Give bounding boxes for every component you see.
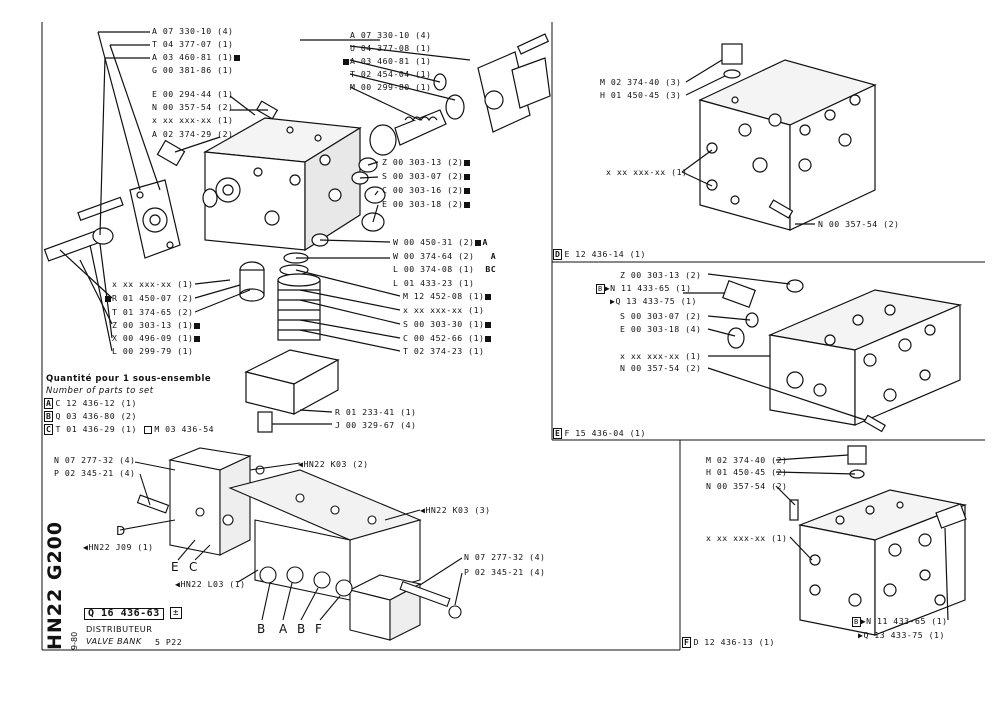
part-label: Z 00 303-13 (2)	[382, 157, 471, 167]
part-label: B▶N 11 433-65 (1)	[852, 616, 948, 627]
letter-a: A	[279, 622, 288, 636]
part-label: L 00 374-08 (1) BC	[393, 264, 497, 274]
part-label: S 00 303-07 (2)	[620, 311, 702, 321]
name-fr: DISTRIBUTEUR	[86, 624, 153, 634]
part-label: M 12 452-08 (1)	[403, 291, 492, 301]
qty-subtitle: Number of parts to set	[46, 386, 154, 396]
part-label: A 03 460-81 (1)	[342, 56, 431, 66]
part-label: ▶Q 13 433-75 (1)	[610, 296, 697, 306]
marker-square	[234, 54, 241, 61]
part-label: ▶Q 13 433-75 (1)	[858, 630, 945, 640]
part-label: S 00 303-07 (2)	[382, 171, 471, 181]
part-label: A 03 460-81 (1)	[152, 52, 241, 62]
part-label: ◀HN22 L03 (1)	[175, 579, 246, 589]
marker-square	[464, 201, 471, 208]
marker-square	[464, 187, 471, 194]
part-label: B▶N 11 433-65 (1)	[596, 283, 692, 294]
part-label: P 02 345-21 (4)	[54, 468, 136, 478]
part-label: R 01 233-41 (1)	[335, 407, 417, 417]
sheet-symbol-icon: ±	[170, 607, 182, 619]
marker-square	[464, 159, 471, 166]
vertical-code: HN22 G200	[44, 520, 66, 650]
part-label: E 00 303-18 (4)	[620, 324, 702, 334]
part-label: E 00 294-44 (1)	[152, 89, 234, 99]
part-label: N 00 357-54 (2)	[152, 102, 234, 112]
part-label: W 00 374-64 (2) A	[393, 251, 497, 261]
part-label: M 00 299-80 (1)	[350, 82, 432, 92]
marker-square	[485, 293, 492, 300]
part-label: x xx xxx-xx (1)	[706, 533, 788, 543]
part-label: L 01 433-23 (1)	[393, 278, 475, 288]
part-label: C 00 452-66 (1)	[403, 333, 492, 343]
drawing-date: 9-80	[70, 631, 79, 650]
part-label: W 00 450-31 (2)A	[393, 237, 488, 247]
part-label: N 00 357-54 (2)	[620, 363, 702, 373]
marker-square	[194, 322, 201, 329]
model: 5 P22	[155, 637, 183, 647]
part-label: E 00 303-18 (2)	[382, 199, 471, 209]
marker-square	[194, 335, 201, 342]
part-label: x xx xxx-xx (1)	[112, 279, 194, 289]
part-label: G 00 381-86 (1)	[152, 65, 234, 75]
part-label: U 04 377-08 (1)	[350, 43, 432, 53]
part-label: A 02 374-29 (2)	[152, 129, 234, 139]
part-label: H 01 450-45 (2)	[706, 467, 788, 477]
part-label: T 04 377-07 (1)	[152, 39, 234, 49]
part-label: T 02 374-23 (1)	[403, 346, 485, 356]
name-en: VALVE BANK	[86, 636, 142, 646]
part-label: R 01 450-07 (2)	[104, 293, 193, 303]
part-label: N 00 357-54 (2)	[818, 219, 900, 229]
part-label: T 01 374-65 (2)	[112, 307, 194, 317]
marker-square	[464, 173, 471, 180]
part-label: ◀HN22 J09 (1)	[83, 542, 154, 552]
marker-square	[485, 321, 492, 328]
letter-b: B	[297, 622, 306, 636]
part-label: M 02 374-40 (2)	[706, 455, 788, 465]
marker-square	[475, 239, 482, 246]
part-label: ◀HN22 K03 (2)	[298, 459, 369, 469]
marker-square-open	[144, 425, 153, 434]
drawing-ref: Q 16 436-63	[84, 608, 164, 620]
part-label: N 07 277-32 (4)	[54, 455, 136, 465]
part-label: N 07 277-32 (4)	[464, 552, 546, 562]
qty-title: Quantité pour 1 sous-ensemble	[46, 374, 212, 384]
marker-square	[485, 335, 492, 342]
part-label: M 02 374-40 (3)	[600, 77, 682, 87]
letter-e: E	[171, 560, 180, 574]
part-label: C 00 303-16 (2)	[382, 185, 471, 195]
part-label: T 02 454-04 (1)	[350, 69, 432, 79]
marker-square	[343, 58, 349, 65]
part-label: ◀HN22 K03 (3)	[420, 505, 491, 515]
part-label: Z 00 303-13 (1)	[112, 320, 201, 330]
exploded-valve-drawing	[43, 31, 551, 433]
part-label: x xx xxx-xx (1)	[403, 305, 485, 315]
part-label: L 00 299-79 (1)	[112, 346, 194, 356]
part-label: Z 00 303-13 (2)	[620, 270, 702, 280]
part-label: X 00 496-09 (1)	[112, 333, 201, 343]
part-label: A 07 330-10 (4)	[350, 30, 432, 40]
marker-square	[105, 295, 111, 302]
part-label: A 07 330-10 (4)	[152, 26, 234, 36]
part-label: x xx xxx-xx (1)	[152, 115, 234, 125]
letter-f: F	[315, 622, 323, 636]
part-label: H 01 450-45 (3)	[600, 90, 682, 100]
letter-d: D	[116, 524, 126, 538]
part-label: N 00 357-54 (2)	[706, 481, 788, 491]
letter-c: C	[189, 560, 198, 574]
part-label: x xx xxx-xx (1)	[606, 167, 688, 177]
part-label: P 02 345-21 (4)	[464, 567, 546, 577]
part-label: J 00 329-67 (4)	[335, 420, 417, 430]
part-label: S 00 303-30 (1)	[403, 319, 492, 329]
letter-b: B	[257, 622, 266, 636]
part-label: x xx xxx-xx (1)	[620, 351, 702, 361]
